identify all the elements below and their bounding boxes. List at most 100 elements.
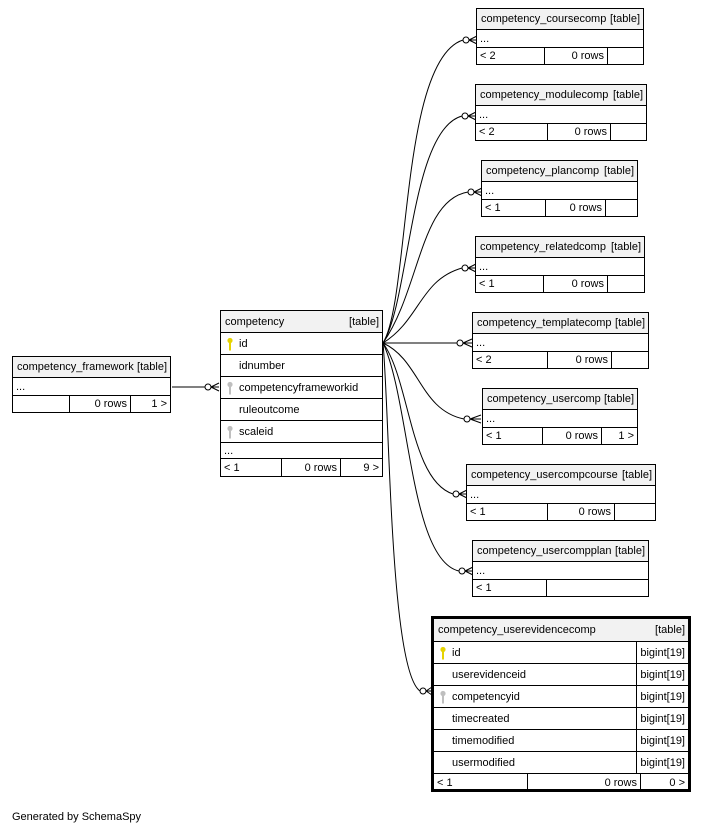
column-name: ruleoutcome — [239, 403, 300, 416]
table-footer: < 1 — [473, 580, 648, 596]
column-row[interactable]: scaleid — [221, 421, 382, 443]
key-icon — [227, 337, 233, 350]
children-count — [607, 276, 644, 292]
table-kind: [table] — [655, 624, 685, 636]
table-competency-usercompcourse[interactable]: competency_usercompcourse [table] ... < … — [466, 464, 656, 521]
table-header: competency_usercompplan [table] — [473, 541, 648, 562]
table-footer: < 1 0 rows — [482, 200, 637, 216]
table-kind: [table] — [615, 545, 645, 557]
table-name: competency_usercompcourse — [471, 469, 618, 481]
table-footer: < 1 0 rows — [467, 504, 655, 520]
table-competency-userevidencecomp[interactable]: competency_userevidencecomp [table] id b… — [431, 616, 691, 792]
children-count — [610, 124, 646, 140]
table-competency-relatedcomp[interactable]: competency_relatedcomp [table] ... < 1 0… — [475, 236, 645, 293]
table-kind: [table] — [604, 393, 634, 405]
column-type: bigint[19] — [636, 686, 688, 707]
column-name: competencyid — [452, 690, 520, 703]
table-kind: [table] — [611, 241, 641, 253]
more-columns: ... — [483, 410, 637, 428]
children-count — [614, 504, 655, 520]
parents-count: < 1 — [224, 461, 240, 474]
table-kind: [table] — [613, 89, 643, 101]
table-competency-framework[interactable]: competency_framework [table] ... 0 rows … — [12, 356, 171, 413]
column-row[interactable]: timemodified bigint[19] — [434, 730, 688, 752]
relation-crowfeet — [425, 35, 483, 696]
column-row[interactable]: competencyid bigint[19] — [434, 686, 688, 708]
table-name: competency_userevidencecomp — [438, 624, 596, 636]
column-row[interactable]: id — [221, 333, 382, 355]
table-competency-usercompplan[interactable]: competency_usercompplan [table] ... < 1 — [472, 540, 649, 597]
column-name: usermodified — [452, 756, 515, 769]
table-header: competency_userevidencecomp [table] — [434, 619, 688, 642]
table-footer: < 2 0 rows — [473, 352, 648, 368]
parents-count: < 1 — [479, 278, 495, 290]
column-name: id — [452, 646, 461, 659]
row-count: 0 rows — [281, 459, 340, 476]
table-footer: < 1 0 rows — [476, 276, 644, 292]
column-row[interactable]: id bigint[19] — [434, 642, 688, 664]
parents-count: < 1 — [476, 582, 492, 594]
table-name: competency_coursecomp — [481, 13, 607, 25]
column-row[interactable]: ruleoutcome — [221, 399, 382, 421]
column-type: bigint[19] — [636, 752, 688, 773]
column-name: scaleid — [239, 425, 274, 438]
row-count: 0 rows — [543, 276, 607, 292]
table-competency-templatecomp[interactable]: competency_templatecomp [table] ... < 2 … — [472, 312, 649, 369]
table-footer: < 2 0 rows — [476, 124, 646, 140]
table-header: competency_coursecomp [table] — [477, 9, 643, 30]
parents-count: < 2 — [480, 50, 496, 62]
more-columns: ... — [13, 378, 170, 396]
row-count: 0 rows — [527, 774, 640, 791]
column-name: userevidenceid — [452, 668, 526, 681]
relation-end-markers — [419, 36, 475, 695]
table-kind: [table] — [615, 317, 645, 329]
row-count: 0 rows — [547, 352, 611, 368]
more-columns: ... — [476, 258, 644, 276]
generator-credit: Generated by SchemaSpy — [12, 811, 142, 823]
relation-end-circle — [204, 383, 212, 391]
parents-count — [13, 396, 69, 412]
table-kind: [table] — [349, 315, 379, 328]
column-row[interactable]: userevidenceid bigint[19] — [434, 664, 688, 686]
table-kind: [table] — [604, 165, 634, 177]
row-count: 0 rows — [547, 504, 614, 520]
table-name: competency_framework — [17, 361, 134, 373]
relations-competency-children — [382, 39, 469, 692]
table-competency-modulecomp[interactable]: competency_modulecomp [table] ... < 2 0 … — [475, 84, 647, 141]
children-count: 0 > — [640, 774, 688, 791]
table-name: competency_relatedcomp — [480, 241, 606, 253]
parents-count: < 2 — [479, 126, 495, 138]
table-kind: [table] — [622, 469, 652, 481]
table-competency-plancomp[interactable]: competency_plancomp [table] ... < 1 0 ro… — [481, 160, 638, 217]
row-count: 0 rows — [545, 200, 605, 216]
table-competency[interactable]: competency [table] id idnumber competenc… — [220, 310, 383, 477]
table-name: competency_modulecomp — [480, 89, 609, 101]
column-type: bigint[19] — [636, 730, 688, 751]
table-competency-coursecomp[interactable]: competency_coursecomp [table] ... < 2 0 … — [476, 8, 644, 65]
table-name: competency_usercomp — [487, 393, 601, 405]
column-row[interactable]: timecreated bigint[19] — [434, 708, 688, 730]
column-row[interactable]: competencyframeworkid — [221, 377, 382, 399]
table-footer: < 1 0 rows 1 > — [483, 428, 637, 444]
column-name: competencyframeworkid — [239, 381, 359, 394]
table-header: competency_plancomp [table] — [482, 161, 637, 182]
foreign-key-icon — [227, 381, 233, 394]
table-kind: [table] — [137, 361, 167, 373]
column-name: id — [239, 337, 248, 350]
column-name: timemodified — [452, 734, 515, 747]
column-name: timecreated — [452, 712, 510, 725]
table-header: competency_modulecomp [table] — [476, 85, 646, 106]
parents-count: < 2 — [476, 354, 492, 366]
parents-count: < 1 — [486, 430, 502, 442]
column-name: idnumber — [239, 359, 285, 372]
table-competency-usercomp[interactable]: competency_usercomp [table] ... < 1 0 ro… — [482, 388, 638, 445]
children-count: 1 > — [601, 428, 637, 444]
column-row[interactable]: idnumber — [221, 355, 382, 377]
more-columns: ... — [477, 30, 643, 48]
more-columns: ... — [467, 486, 655, 504]
table-kind: [table] — [610, 13, 640, 25]
column-row[interactable]: usermodified bigint[19] — [434, 752, 688, 774]
children-count — [605, 200, 637, 216]
parents-count: < 1 — [470, 506, 486, 518]
foreign-key-icon — [227, 425, 233, 438]
